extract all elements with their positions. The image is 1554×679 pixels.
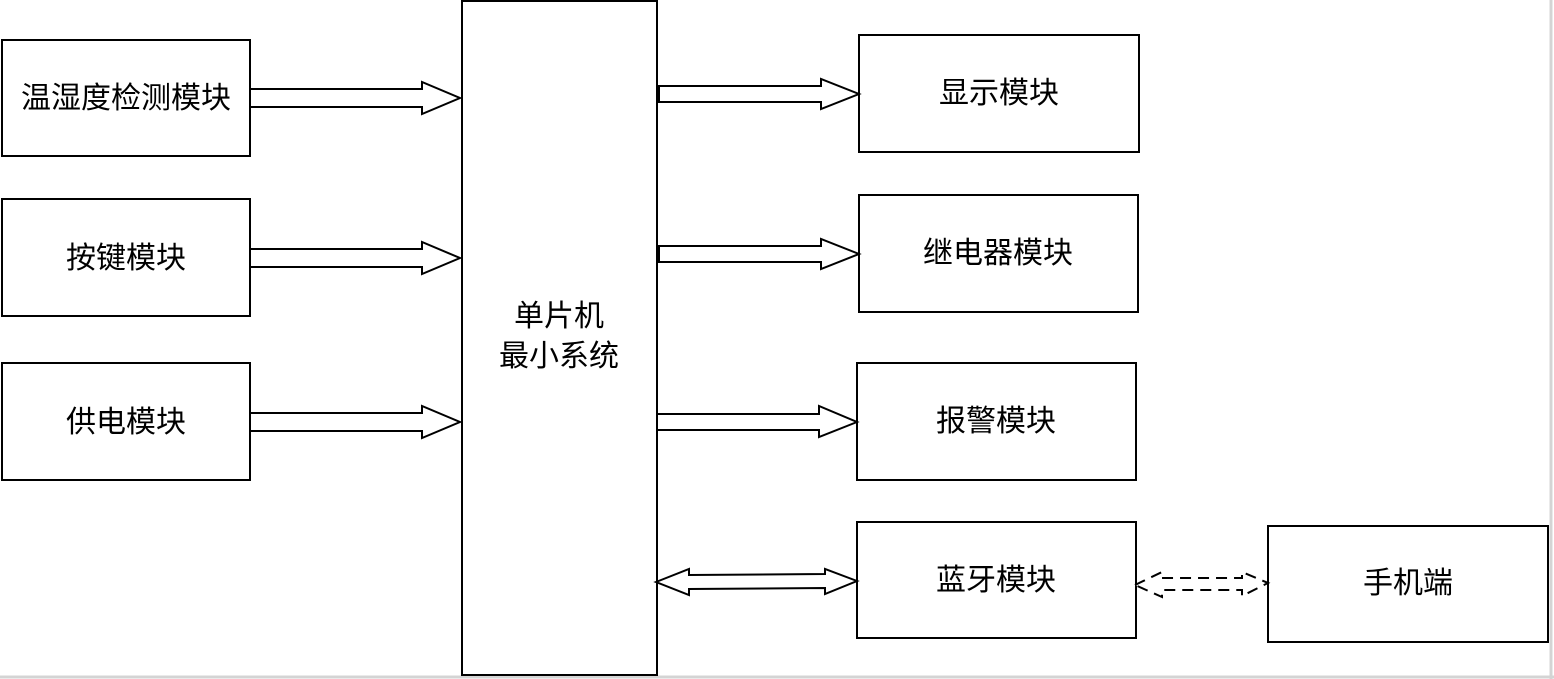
temp-humidity-module-label: 温湿度检测模块	[21, 81, 231, 116]
arrow-mcu-to-alarm	[656, 404, 860, 439]
mcu-label-line1: 单片机	[514, 299, 604, 334]
phone-box: 手机端	[1267, 525, 1549, 643]
arrow-mcu-to-display	[658, 77, 862, 111]
keypad-module-box: 按键模块	[1, 198, 251, 317]
phone-label: 手机端	[1363, 566, 1453, 601]
arrow-mcu-to-relay	[658, 237, 862, 271]
mcu-label-line2: 最小系统	[499, 339, 619, 374]
bluetooth-module-box: 蓝牙模块	[856, 521, 1137, 639]
power-module-box: 供电模块	[1, 362, 251, 481]
alarm-module-label: 报警模块	[936, 404, 1056, 439]
temp-humidity-module-box: 温湿度检测模块	[1, 39, 251, 157]
arrow-temp-to-mcu	[249, 80, 463, 116]
arrow-mcu-bluetooth-bidirectional	[653, 567, 860, 597]
relay-module-label: 继电器模块	[923, 236, 1073, 271]
display-module-box: 显示模块	[858, 34, 1140, 153]
arrow-keypad-to-mcu	[249, 240, 463, 276]
arrow-power-to-mcu	[249, 404, 463, 440]
arrow-bluetooth-phone-wireless	[1132, 570, 1271, 599]
relay-module-box: 继电器模块	[858, 194, 1139, 313]
power-module-label: 供电模块	[66, 405, 186, 440]
bluetooth-module-label: 蓝牙模块	[936, 563, 1056, 598]
display-module-label: 显示模块	[939, 76, 1059, 111]
alarm-module-box: 报警模块	[856, 362, 1137, 481]
keypad-module-label: 按键模块	[66, 241, 186, 276]
mcu-system-box: 单片机 最小系统	[461, 0, 658, 676]
